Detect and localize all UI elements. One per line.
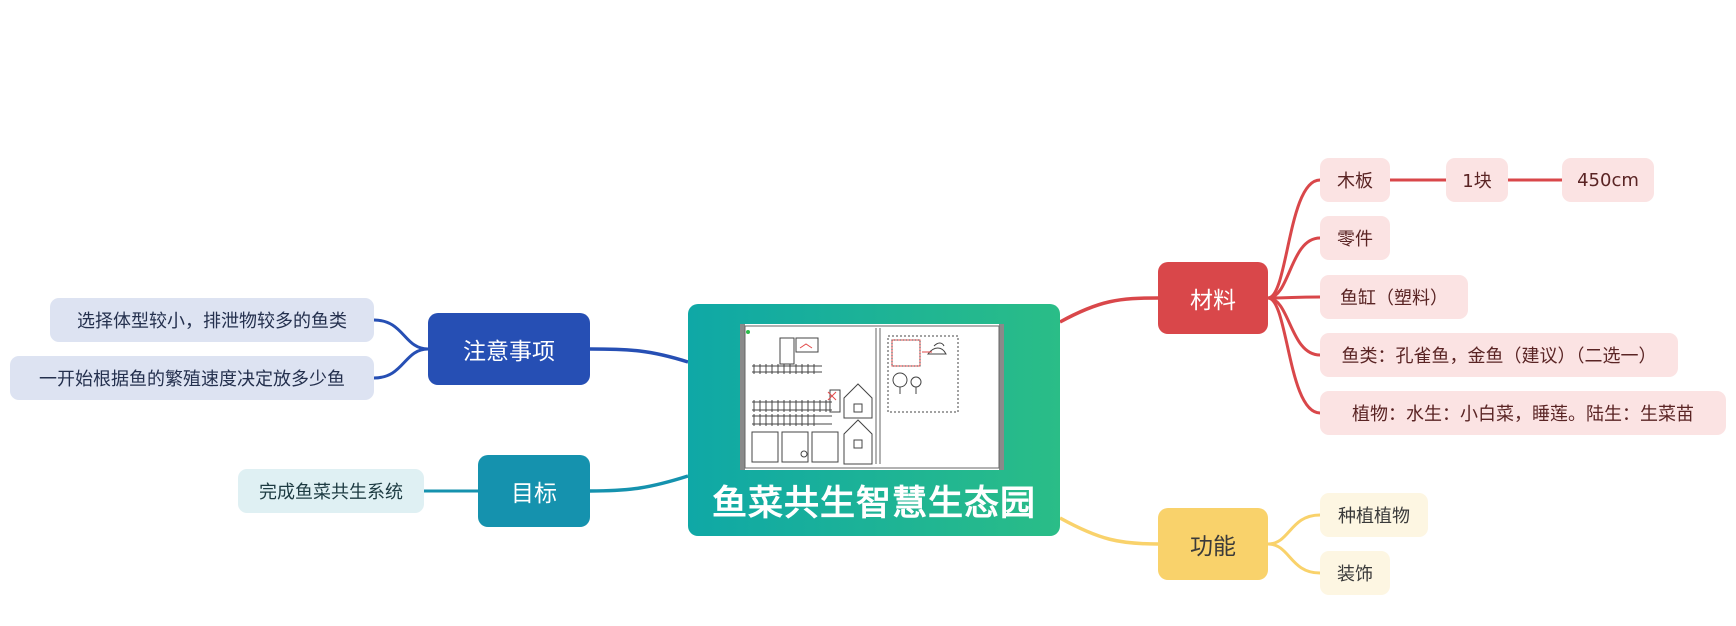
goal-item-1[interactable]: 完成鱼菜共生系统	[238, 469, 424, 513]
ecological-park-drawing-image	[740, 324, 1004, 470]
materials-item-board[interactable]: 木板	[1320, 158, 1390, 202]
function-item-decor[interactable]: 装饰	[1320, 551, 1390, 595]
link-materials-tank	[1267, 295, 1321, 300]
link-materials-parts	[1267, 236, 1321, 300]
branch-function[interactable]: 功能	[1158, 508, 1268, 580]
materials-item-plants[interactable]: 植物：水生：小白菜，睡莲。陆生：生菜苗	[1320, 391, 1726, 435]
branch-notes[interactable]: 注意事项	[428, 313, 590, 385]
materials-item-parts[interactable]: 零件	[1320, 216, 1390, 260]
link-root-goal	[589, 474, 689, 493]
link-root-materials	[1059, 296, 1159, 324]
branch-materials[interactable]: 材料	[1158, 262, 1268, 334]
link-notes-1	[373, 318, 429, 351]
root-node[interactable]: 鱼菜共生智慧生态园	[688, 304, 1060, 536]
link-materials-board	[1267, 178, 1321, 300]
function-item-plant[interactable]: 种植植物	[1320, 493, 1428, 537]
board-length[interactable]: 450cm	[1562, 158, 1654, 202]
link-materials-plants	[1267, 296, 1321, 415]
materials-item-fish[interactable]: 鱼类：孔雀鱼，金鱼（建议）（二选一）	[1320, 333, 1678, 377]
branch-goal[interactable]: 目标	[478, 455, 590, 527]
board-count[interactable]: 1块	[1446, 158, 1508, 202]
link-function-plant	[1267, 513, 1321, 546]
notes-item-1[interactable]: 选择体型较小，排泄物较多的鱼类	[50, 298, 374, 342]
link-notes-2	[373, 347, 429, 380]
notes-item-2[interactable]: 一开始根据鱼的繁殖速度决定放多少鱼	[10, 356, 374, 400]
root-title: 鱼菜共生智慧生态园	[711, 483, 1036, 524]
link-root-notes	[589, 347, 689, 364]
materials-item-tank[interactable]: 鱼缸（塑料）	[1320, 275, 1468, 319]
link-materials-fish	[1267, 296, 1321, 357]
link-function-decor	[1267, 542, 1321, 575]
link-root-function	[1059, 516, 1159, 546]
